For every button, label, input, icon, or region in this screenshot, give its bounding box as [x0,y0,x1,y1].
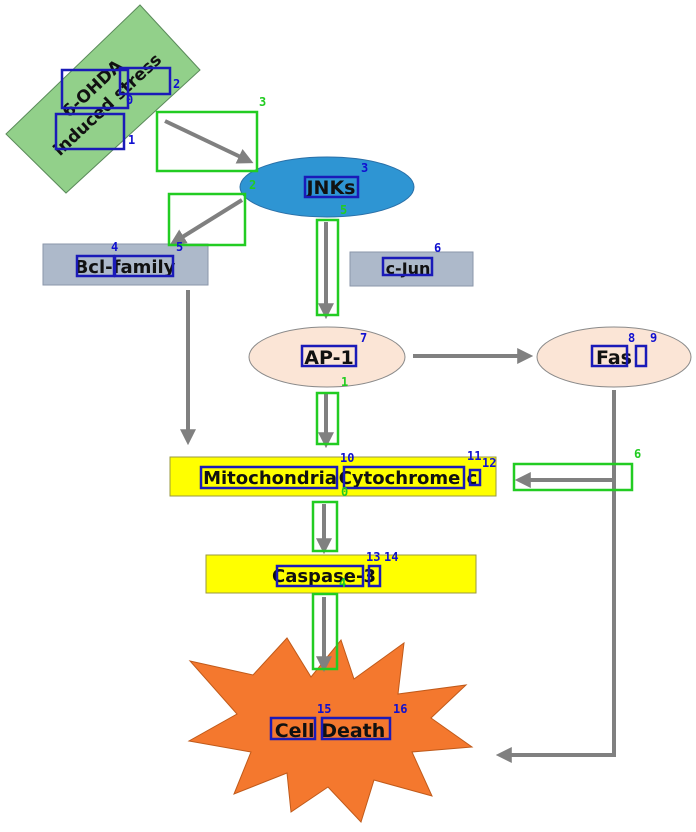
ocr-label-9: 9 [650,331,657,345]
bcl-family-box [42,243,209,286]
fas-label: Fas [596,347,632,369]
arrow-box-1 [315,391,340,446]
ocr-box-5 [113,254,175,278]
mitochondria-node: Mitochondria Cytochrome c [169,456,497,497]
arrow-label-6: 6 [634,447,641,461]
ocr-labels: 0 1 2 3 4 5 6 7 8 9 10 11 12 13 14 15 16 [111,77,657,716]
arrow-box-2 [167,192,247,247]
ocr-box-10 [199,465,339,490]
ocr-box-1 [54,112,126,151]
arrow-label-0: 0 [341,485,348,499]
arrow-box-4 [311,592,339,671]
ocr-label-7: 7 [360,331,367,345]
mitochondria-box [169,456,497,497]
stress-box [5,4,201,194]
arrow-box-0 [311,500,339,553]
cell-death-label: Cell Death [275,720,386,742]
stress-node: 6-OHDA induced stress [5,4,201,194]
cell-death-node: Cell Death [187,637,474,823]
ocr-label-3: 3 [361,161,368,175]
caspase-3-node: Caspase-3 [205,554,477,594]
ocr-box-11 [342,465,466,490]
ocr-box-8 [590,344,629,368]
arrow-fas-to-death [495,390,616,763]
ocr-label-10: 10 [340,451,354,465]
caspase-3-label: Caspase-3 [272,566,376,587]
cell-death-star [187,637,474,823]
ocr-box-9 [634,344,648,368]
arrow-box-3 [155,110,259,173]
ocr-label-13: 13 [366,550,380,564]
ocr-label-1: 1 [128,133,135,147]
fas-node: Fas [536,326,692,388]
ocr-label-2: 2 [173,77,180,91]
arrow-box-6 [512,462,634,492]
ap-1-ellipse [248,326,406,388]
mitochondria-label: Mitochondria [203,468,337,489]
arrow-label-2: 2 [249,178,256,192]
arrow-label-4: 4 [339,576,346,590]
bcl-family-label: Bcl-family [75,257,176,278]
ocr-box-14 [367,564,382,588]
arrow-boxes [155,110,634,671]
ap-1-label: AP-1 [304,347,353,369]
ocr-box-15 [269,716,317,741]
arrow-stress-to-jnks [164,119,254,164]
arrow-box-5 [315,218,340,317]
ocr-box-0 [60,68,130,110]
arrows [164,119,616,763]
ocr-label-11: 11 [467,449,481,463]
ocr-label-5: 5 [176,240,183,254]
ocr-label-6: 6 [434,241,441,255]
jnks-node: JNKs [239,156,415,218]
ocr-boxes [54,66,648,741]
ocr-box-6 [381,256,434,277]
ocr-box-13 [275,564,365,588]
ocr-box-12 [468,468,482,487]
jnks-label: JNKs [304,177,355,199]
ocr-label-8: 8 [628,331,635,345]
bcl-family-node: Bcl-family [42,243,209,286]
ocr-box-7 [300,344,358,368]
arrow-jnks-to-bcl [169,198,244,245]
ocr-box-2 [118,66,172,96]
caspase-3-box [205,554,477,594]
cytochrome-c-label: Cytochrome c [339,468,478,489]
arrow-labels: 3 2 5 1 6 0 4 [249,95,641,590]
jnks-ellipse [239,156,415,218]
arrow-label-5: 5 [340,203,347,217]
ap-1-node: AP-1 [248,326,406,388]
ocr-label-12: 12 [482,456,496,470]
arrow-label-1: 1 [341,375,348,389]
ocr-label-16: 16 [393,702,407,716]
arrow-label-3: 3 [259,95,266,109]
ocr-box-16 [320,716,392,741]
ocr-label-14: 14 [384,550,398,564]
c-jun-label: c-Jun [386,259,431,278]
ocr-label-15: 15 [317,702,331,716]
ocr-label-0: 0 [126,93,133,107]
fas-ellipse [536,326,692,388]
ocr-label-4: 4 [111,240,118,254]
ocr-box-3 [303,175,360,199]
